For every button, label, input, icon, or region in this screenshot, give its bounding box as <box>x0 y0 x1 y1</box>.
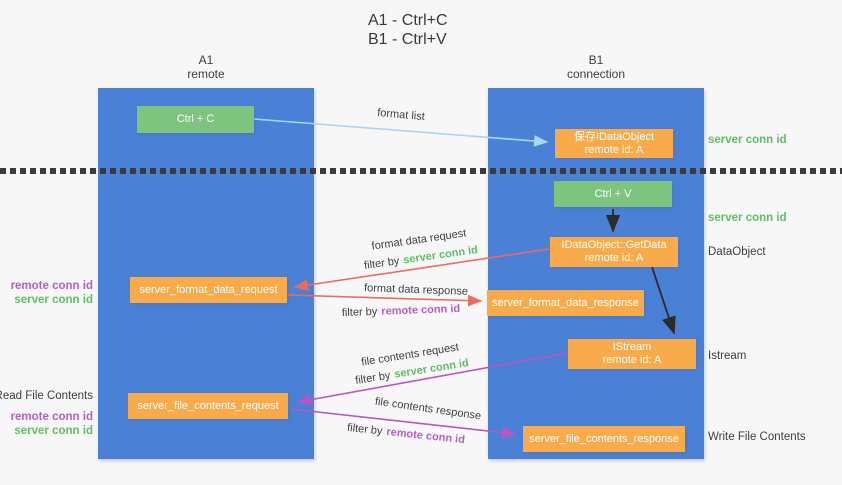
filter-prefix: filter by <box>354 369 392 387</box>
column-header-a1: A1 remote <box>98 53 314 81</box>
filter-prefix: filter by <box>363 255 401 272</box>
left-label-read-file-contents: Read File Contents <box>0 390 93 402</box>
node-ctrl-v: Ctrl + V <box>554 181 672 207</box>
filter-prefix: filter by <box>346 421 384 438</box>
label-file-contents-response: file contents response <box>374 395 482 423</box>
dotted-divider-line <box>0 168 842 174</box>
node-getdata-line1: IDataObject::GetData <box>561 239 667 251</box>
node-istream-line2: remote id: A <box>602 354 662 366</box>
filter-key-remote-conn-id: remote conn id <box>385 425 466 447</box>
node-server-file-contents-request: server_file_contents_request <box>128 393 288 419</box>
node-ctrl-c: Ctrl + C <box>137 106 254 133</box>
node-file-request-label: server_file_contents_request <box>137 399 279 412</box>
title-line-2: B1 - Ctrl+V <box>368 31 447 48</box>
right-label-dataobject: DataObject <box>708 246 766 258</box>
column-b1-name: B1 <box>588 53 604 67</box>
node-file-response-label: server_file_contents_response <box>529 432 679 445</box>
left-label-remote-conn-id-format: remote conn id <box>10 280 93 292</box>
column-header-b1: B1 connection <box>488 53 704 81</box>
node-server-file-contents-response: server_file_contents_response <box>523 426 685 452</box>
label-format-data-response: format data response <box>363 282 469 298</box>
node-istream-line1: IStream <box>612 341 652 353</box>
filter-key-remote-conn-id: remote conn id <box>381 302 461 318</box>
node-server-format-data-response: server_format_data_response <box>487 290 644 316</box>
right-label-server-conn-id-mid: server conn id <box>708 212 787 224</box>
right-label-istream: Istream <box>708 350 747 362</box>
node-format-response-label: server_format_data_response <box>492 296 639 309</box>
title-line-1: A1 - Ctrl+C <box>368 12 448 29</box>
right-label-write-file-contents: Write File Contents <box>708 431 806 443</box>
label-format-list: format list <box>376 106 426 124</box>
node-getdata-line2: remote id: A <box>584 252 644 264</box>
diagram-title: A1 - Ctrl+C B1 - Ctrl+V <box>368 11 448 49</box>
column-b1-role: connection <box>566 67 626 81</box>
node-save-idataobject: 保存IDataObject remote id: A <box>555 129 673 158</box>
node-idataobject-getdata: IDataObject::GetData remote id: A <box>550 237 678 267</box>
node-save-idataobject-line2: remote id: A <box>584 143 644 156</box>
node-save-idataobject-line1: 保存IDataObject <box>573 130 655 143</box>
left-label-remote-conn-id-file: remote conn id <box>10 411 93 423</box>
right-label-server-conn-id-top: server conn id <box>708 134 787 146</box>
filter-key-server-conn-id: server conn id <box>402 244 479 267</box>
filter-prefix: filter by <box>341 305 378 320</box>
left-label-server-conn-id-file: server conn id <box>14 425 93 437</box>
column-a1-role: remote <box>187 67 225 81</box>
node-server-format-data-request: server_format_data_request <box>130 277 287 303</box>
node-format-request-label: server_format_data_request <box>139 283 278 296</box>
left-label-server-conn-id-format: server conn id <box>14 294 93 306</box>
node-ctrl-v-label: Ctrl + V <box>594 187 632 200</box>
column-a1-name: A1 <box>198 53 214 67</box>
node-ctrl-c-label: Ctrl + C <box>176 113 215 125</box>
node-istream: IStream remote id: A <box>568 339 696 369</box>
